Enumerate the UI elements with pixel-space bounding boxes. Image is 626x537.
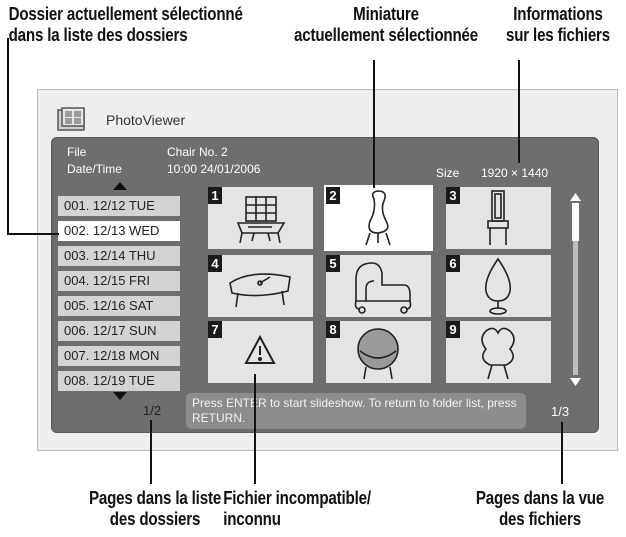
thumbnail-1[interactable]: 1 xyxy=(208,187,313,249)
size-label: Size xyxy=(436,166,460,180)
thumbnail-number: 7 xyxy=(208,321,222,338)
file-label: File xyxy=(67,145,87,159)
thumbnail-3[interactable]: 3 xyxy=(446,187,551,249)
folder-item[interactable]: 001. 12/12 TUE xyxy=(58,196,180,216)
scroll-up-icon[interactable] xyxy=(569,192,582,202)
callout-incompatible-file: Fichier incompatible/ inconnu xyxy=(223,488,371,529)
photo-viewer-icon xyxy=(57,107,85,131)
thumbnail-number: 9 xyxy=(446,321,460,338)
drop-chair-icon xyxy=(484,257,512,315)
scrollbar-track[interactable] xyxy=(573,203,578,375)
datetime-label: Date/Time xyxy=(67,162,122,176)
callout-file-pages: Pages dans la vue des fichiers xyxy=(475,488,605,529)
thumbnail-7[interactable]: 7 xyxy=(208,321,313,383)
file-value: Chair No. 2 xyxy=(167,145,228,159)
thumbnail-4[interactable]: 4 xyxy=(208,255,313,317)
folder-scroll-down-icon[interactable] xyxy=(112,391,128,401)
thumbnail-6[interactable]: 6 xyxy=(446,255,551,317)
callout-line-incompatible xyxy=(254,374,256,484)
callout-file-info: Informations sur les fichiers xyxy=(505,4,611,45)
lips-chair-icon xyxy=(481,327,515,380)
thumbnail-2[interactable]: 2 xyxy=(326,187,431,249)
callout-line-file-pages xyxy=(561,422,563,484)
thumbnail-number: 3 xyxy=(446,187,460,204)
callout-line-folder-v xyxy=(7,38,9,234)
thumbnail-number: 4 xyxy=(208,255,222,272)
egg-chair-icon xyxy=(357,328,399,380)
thumbnail-number: 6 xyxy=(446,255,460,272)
folder-item[interactable]: 003. 12/14 THU xyxy=(58,246,180,266)
tall-chair-icon xyxy=(487,190,509,245)
folder-item[interactable]: 007. 12/18 MON xyxy=(58,346,180,366)
callout-folder-pages: Pages dans la liste des dossiers xyxy=(88,488,222,529)
thumbnail-number: 5 xyxy=(326,255,340,272)
app-title: PhotoViewer xyxy=(106,112,186,128)
folder-item[interactable]: 008. 12/19 TUE xyxy=(58,371,180,391)
callout-selected-folder: Dossier actuellement sélectionné dans la… xyxy=(8,4,243,45)
callout-line-folder-h xyxy=(7,233,59,235)
size-value: 1920 × 1440 xyxy=(481,166,549,180)
thumbnail-8[interactable]: 8 xyxy=(326,321,431,383)
grid-chair-icon xyxy=(236,196,286,244)
callout-selected-thumbnail: Miniature actuellement sélectionnée xyxy=(293,4,479,45)
folder-page-indicator: 1/2 xyxy=(143,403,162,418)
file-page-indicator: 1/3 xyxy=(551,404,570,419)
thumbnail-5[interactable]: 5 xyxy=(326,255,431,317)
callout-line-folder-pages xyxy=(150,420,152,484)
folder-item[interactable]: 002. 12/13 WED xyxy=(58,221,180,241)
help-message: Press ENTER to start slideshow. To retur… xyxy=(186,393,526,429)
table-icon xyxy=(229,273,291,308)
folder-item[interactable]: 005. 12/16 SAT xyxy=(58,296,180,316)
chair-icon xyxy=(365,190,391,246)
callout-line-info xyxy=(518,60,520,163)
folder-scroll-up-icon[interactable] xyxy=(112,181,128,191)
thumbnail-number: 1 xyxy=(208,187,222,204)
callout-line-thumb xyxy=(373,60,375,188)
datetime-value: 10:00 24/01/2006 xyxy=(167,162,261,176)
thumbnail-number: 8 xyxy=(326,321,340,338)
sofa-icon xyxy=(354,262,412,314)
thumbnail-9[interactable]: 9 xyxy=(446,321,551,383)
folder-item[interactable]: 006. 12/17 SUN xyxy=(58,321,180,341)
warning-icon xyxy=(244,334,276,364)
scroll-down-icon[interactable] xyxy=(569,377,582,387)
scrollbar-thumb[interactable] xyxy=(572,203,579,241)
folder-item[interactable]: 004. 12/15 FRI xyxy=(58,271,180,291)
thumbnail-number: 2 xyxy=(326,187,340,204)
